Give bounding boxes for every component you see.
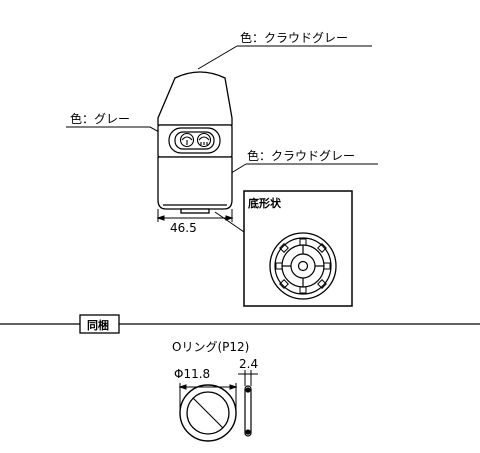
leader-top-color [197, 45, 372, 70]
oring-diameter-dimension [178, 383, 238, 410]
width-dimension [156, 209, 234, 222]
device-body [157, 71, 233, 214]
oring-side-view [244, 385, 252, 437]
button-panel [168, 127, 221, 154]
oring-title: Oリング(P12) [172, 340, 250, 354]
bundle-divider [0, 314, 480, 334]
mid-color-label: 色：グレー [70, 112, 131, 126]
lower-color-label: 色：クラウドグレー [247, 149, 356, 163]
oring-front-view [179, 384, 237, 442]
oring-thickness-dimension [238, 370, 258, 386]
bottom-shape-title: 底形状 [248, 197, 281, 210]
bidet-icon [196, 132, 212, 148]
oring-diameter-label: Φ11.8 [174, 367, 211, 381]
top-color-label: 色：クラウドグレー [240, 31, 349, 45]
oring-thickness-label: 2.4 [239, 357, 259, 371]
bundle-title: 同梱 [87, 319, 109, 332]
leader-lower-color [227, 163, 378, 176]
leader-bottom-shape [214, 211, 245, 233]
bottom-shape-icon [269, 232, 337, 300]
leader-mid-color [66, 126, 173, 140]
width-dimension-label: 46.5 [170, 221, 197, 235]
umbrella-icon [179, 132, 195, 148]
